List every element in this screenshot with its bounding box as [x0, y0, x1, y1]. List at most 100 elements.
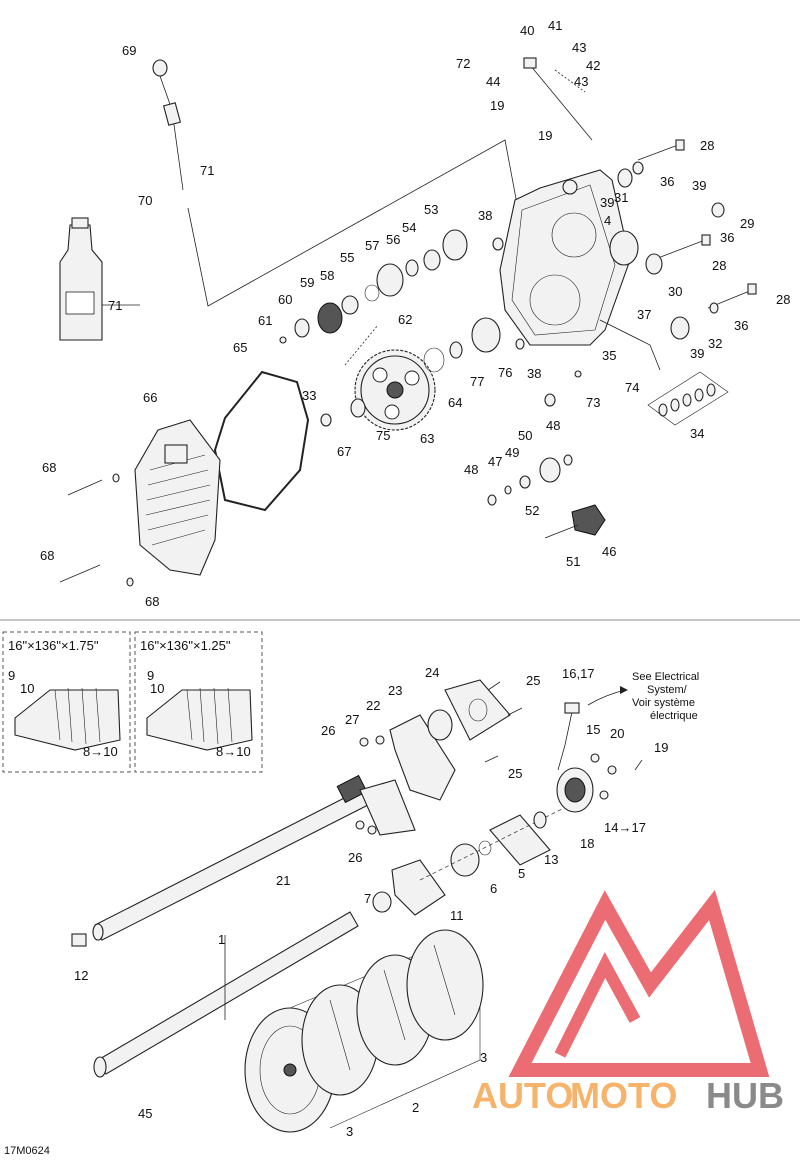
callout-label: 67: [337, 444, 351, 459]
bolts-28: [637, 139, 757, 309]
callout-label: 34: [690, 426, 704, 441]
callout-label: 71: [108, 298, 122, 313]
callout-label: 47: [488, 454, 502, 469]
inset-1-title: 16"×136"×1.75": [8, 638, 99, 653]
callout-label: 8→10: [83, 744, 118, 759]
callout-label: 14→17: [604, 820, 646, 835]
callout-label: 39: [600, 195, 614, 210]
callout-label: 75: [376, 428, 390, 443]
callout-label: 38: [478, 208, 492, 223]
callout-label: 68: [145, 594, 159, 609]
callout-label: 23: [388, 683, 402, 698]
gear-housing: [499, 169, 631, 346]
callout-label: 13: [544, 852, 558, 867]
callout-label: 11: [450, 908, 464, 923]
callout-label: 53: [424, 202, 438, 217]
callout-label: 7: [364, 891, 371, 906]
svg-text:Voir système: Voir système: [632, 697, 695, 709]
callout-label: 28: [776, 292, 790, 307]
callout-label: 2: [412, 1100, 419, 1115]
callout-label: 65: [233, 340, 247, 355]
callout-label: 19: [490, 98, 504, 113]
bearing-stack: [279, 229, 504, 344]
callout-label: 31: [614, 190, 628, 205]
callout-label: 72: [456, 56, 470, 71]
callout-label: 58: [320, 268, 334, 283]
callout-label: 55: [340, 250, 354, 265]
bearing-housing-22: [355, 679, 523, 836]
callout-label: 40: [520, 23, 534, 38]
svg-text:électrique: électrique: [650, 710, 698, 722]
diagram-code: 17M0624: [4, 1145, 50, 1157]
drive-shaft-21: [71, 774, 369, 947]
shift-rod: [523, 57, 593, 141]
callout-label: 74: [625, 380, 639, 395]
callout-label: 43: [574, 74, 588, 89]
svg-text:See Electrical: See Electrical: [632, 671, 699, 683]
callout-label: 62: [398, 312, 412, 327]
callout-label: 25: [508, 766, 522, 781]
leader-line: [187, 139, 521, 307]
callout-label: 28: [700, 138, 714, 153]
oil-bottle: [59, 217, 140, 341]
callout-label: 48: [464, 462, 478, 477]
callout-label: 46: [602, 544, 616, 559]
callout-label: 42: [586, 58, 600, 73]
tensioner: [487, 454, 606, 539]
arrow-electrical: [587, 689, 626, 706]
callout-label: 38: [527, 366, 541, 381]
callout-label: 54: [402, 220, 416, 235]
callout-label: 71: [200, 163, 214, 178]
drive-sprockets: [244, 929, 484, 1133]
callout-label: 56: [386, 232, 400, 247]
callout-label: 10: [150, 681, 164, 696]
dipstick-69: [152, 59, 184, 191]
callout-label: 57: [365, 238, 379, 253]
callout-label: 15: [586, 722, 600, 737]
callout-label: 69: [122, 43, 136, 58]
callout-label: 26: [321, 723, 335, 738]
callout-label: 16,17: [562, 666, 595, 681]
callout-label: 66: [143, 390, 157, 405]
svg-text:System/: System/: [647, 684, 688, 696]
callout-label: 43: [572, 40, 586, 55]
callout-label: 39: [690, 346, 704, 361]
callout-label: 3: [480, 1050, 487, 1065]
svg-text:HUB: HUB: [706, 1075, 784, 1116]
callout-label: 10: [20, 681, 34, 696]
callout-label: 1: [218, 932, 225, 947]
callout-label: 48: [546, 418, 560, 433]
callout-label: 76: [498, 365, 512, 380]
callout-label: 26: [348, 850, 362, 865]
arrow-head: [620, 686, 628, 694]
callout-label: 12: [74, 968, 88, 983]
callout-label: 21: [276, 873, 290, 888]
callout-label: 36: [720, 230, 734, 245]
callout-label: 35: [602, 348, 616, 363]
callout-label: 51: [566, 554, 580, 569]
callout-label: 68: [40, 548, 54, 563]
callout-label: 27: [345, 712, 359, 727]
callout-label: 64: [448, 395, 462, 410]
callout-label: 25: [526, 673, 540, 688]
main-shaft-1: [93, 911, 359, 1078]
inset-2: [134, 631, 263, 773]
callout-label: 29: [740, 216, 754, 231]
callout-label: 32: [708, 336, 722, 351]
callout-label: 19: [538, 128, 552, 143]
callout-label: 60: [278, 292, 292, 307]
callout-label: 63: [420, 431, 434, 446]
callout-label: 28: [712, 258, 726, 273]
svg-text:AUTO: AUTO: [472, 1075, 573, 1116]
callout-label: 9: [8, 668, 15, 683]
callout-label: 20: [610, 726, 624, 741]
callout-label: 39: [692, 178, 706, 193]
bolts-68: [59, 473, 134, 587]
cover-66: [134, 419, 221, 576]
sprocket-63: [354, 349, 436, 431]
shims-34: [647, 371, 729, 426]
callout-label: 49: [505, 445, 519, 460]
